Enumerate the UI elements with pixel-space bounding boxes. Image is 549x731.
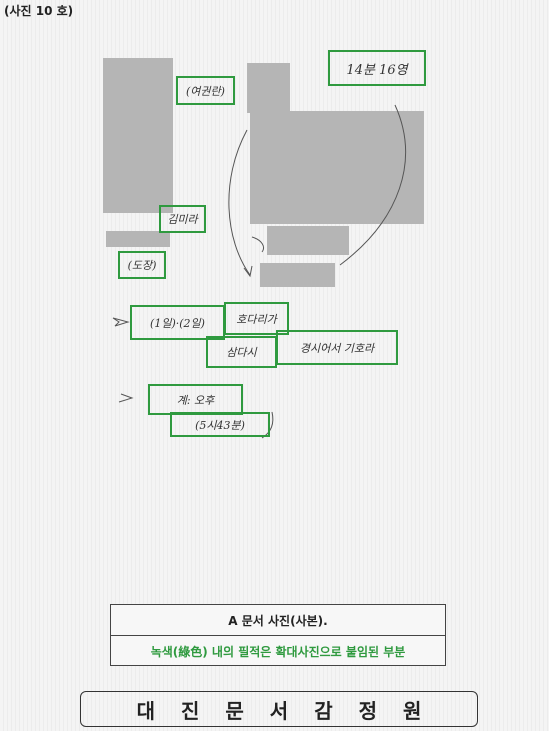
redacted-area-left-top (103, 58, 173, 213)
redacted-area-right-low (260, 263, 335, 287)
organization-footer: 대진문서감정원 (80, 691, 478, 727)
handwriting-box-6: 호다리가 (224, 302, 289, 335)
handwriting-box-5: (1일)·(2일) (130, 305, 225, 340)
caption-note: 녹색(綠色) 내의 필적은 확대사진으로 붙임된 부분 (150, 645, 406, 659)
handwriting-box-8: 경시어서 기호라 (276, 330, 398, 365)
handwriting-box-10: (5시43분) (170, 412, 270, 437)
handwriting-box-1: (여권란) (176, 76, 235, 105)
redacted-area-right-main (250, 111, 424, 224)
redacted-area-left-bottom (106, 231, 170, 247)
handwriting-box-2: 14분 16영 (328, 50, 426, 86)
handwriting-box-3: 김미라 (159, 205, 206, 233)
photo-number-label: (사진 10 호) (4, 4, 74, 18)
redacted-area-right-top (247, 63, 290, 113)
handwriting-box-9: 계: 오후 (148, 384, 243, 415)
handwriting-box-7: 삼다시 (206, 336, 277, 368)
redacted-area-right-mid (267, 226, 349, 255)
handwriting-box-4: (도장) (118, 251, 166, 279)
caption-box: A 문서 사진(사본). 녹색(綠色) 내의 필적은 확대사진으로 붙임된 부분 (110, 604, 446, 666)
caption-title: A 문서 사진(사본). (111, 605, 445, 636)
